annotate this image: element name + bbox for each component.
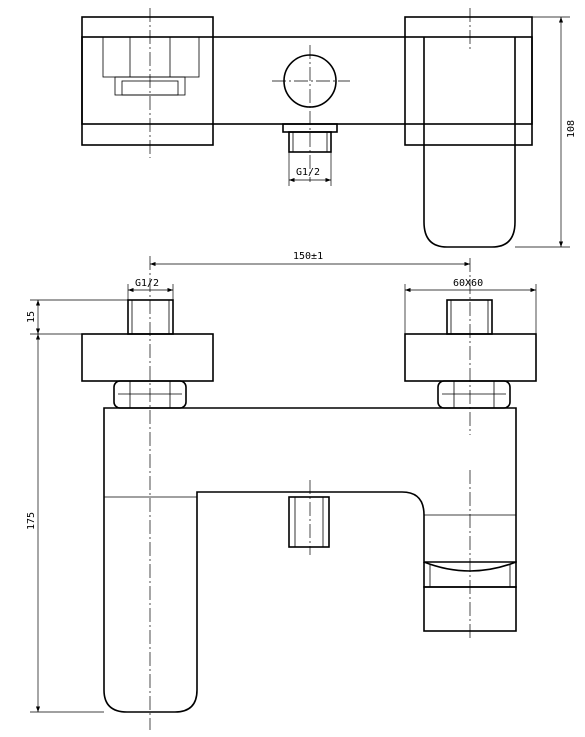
dim-top-thread: G1/2 <box>135 278 159 289</box>
hex-nut-right <box>437 380 511 409</box>
top-left-cap <box>81 16 214 146</box>
inlet-nipple-left <box>127 299 174 335</box>
flange-left <box>81 333 214 382</box>
spout-outlet <box>423 560 517 588</box>
dim-flange: 60X60 <box>453 278 483 289</box>
dim-nut-height: 15 <box>26 311 37 323</box>
dim-total-height: 175 <box>26 512 37 530</box>
flange-right <box>404 333 537 382</box>
dim-depth: 108 <box>566 120 577 138</box>
dim-centres: 150±1 <box>293 251 323 262</box>
dim-side-thread: G1/2 <box>296 167 320 178</box>
mixer-body <box>103 407 517 713</box>
front-view: 150±1 G1/2 60X60 15 175 <box>26 251 537 730</box>
top-body <box>81 36 533 125</box>
top-spout <box>423 37 516 248</box>
diverter-pull <box>288 496 330 548</box>
inlet-nipple-right <box>446 299 493 335</box>
top-view: G1/2 108 <box>81 8 577 248</box>
top-right-cap <box>404 16 533 146</box>
